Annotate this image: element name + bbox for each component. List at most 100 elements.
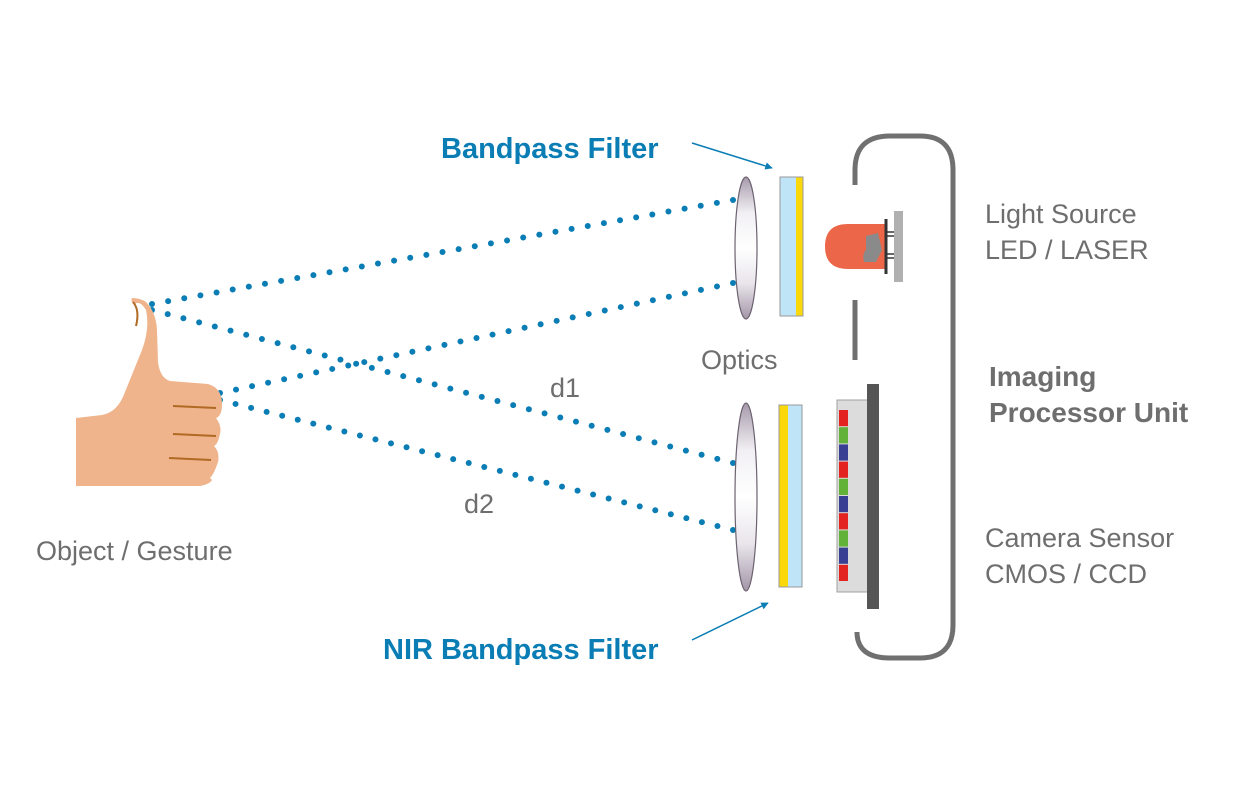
ray-dot — [211, 323, 218, 330]
ray-dot — [274, 340, 281, 347]
ray-dot — [527, 475, 534, 482]
ray-dot — [297, 372, 304, 379]
ray-dot — [393, 352, 400, 359]
ray-dot — [617, 217, 624, 224]
ray-dot — [321, 352, 328, 359]
ray-dot — [505, 328, 512, 335]
ray-dot — [543, 479, 550, 486]
sensor-pixel-blue — [839, 496, 848, 513]
ray-dot — [584, 223, 591, 229]
ray-dot — [265, 379, 272, 386]
ray-dot — [361, 359, 368, 366]
ray-dot — [243, 331, 250, 338]
ray-dot — [245, 283, 252, 290]
ray-dot — [391, 257, 398, 264]
ray-dot — [431, 381, 438, 388]
ray-dot — [384, 369, 391, 376]
ray-dot — [329, 365, 336, 372]
sensor-pixel-green — [839, 530, 848, 547]
d2-label: d2 — [464, 489, 495, 519]
ray-dot — [600, 220, 607, 227]
ray-dot — [588, 422, 595, 429]
ray-dot — [682, 447, 689, 454]
led-light-source-icon — [825, 211, 903, 282]
ray-dot — [569, 314, 576, 321]
bandpass-filter-label: Bandpass Filter — [441, 133, 659, 165]
ray-dot — [510, 402, 517, 409]
ray-dot — [423, 251, 430, 258]
ray-dot — [620, 431, 627, 438]
ray-dot — [310, 272, 317, 279]
camera-sensor — [836, 384, 879, 609]
ray-dot — [714, 455, 721, 462]
ray-dot — [683, 515, 690, 522]
ray-dot — [294, 275, 301, 281]
imaging-unit-label-line2: Processor Unit — [989, 397, 1189, 428]
bottom-lens — [734, 402, 758, 592]
ray-dot — [636, 503, 643, 510]
ray-dot — [487, 240, 494, 247]
sensor-pixel-red — [839, 410, 848, 427]
ray-dot — [649, 297, 656, 304]
camera-sensor-label: Camera Sensor — [985, 523, 1175, 553]
ray-dot — [471, 243, 478, 250]
ray-dot — [713, 283, 720, 290]
ray-dot — [572, 418, 579, 425]
ray-dot — [425, 345, 432, 352]
ray-dot — [633, 300, 640, 307]
ray-dot — [604, 426, 611, 433]
ray-dot — [213, 289, 220, 296]
ray-dot — [180, 315, 187, 322]
camera-sensor-type-label: CMOS / CCD — [985, 559, 1147, 589]
ray-dot — [525, 406, 532, 413]
ray-dot — [197, 292, 204, 299]
ray-dot — [181, 295, 188, 302]
ray-dot — [536, 231, 543, 238]
ray-dot — [605, 495, 612, 502]
top-lens — [734, 176, 758, 320]
imaging-unit-label-line1: Imaging — [989, 361, 1097, 392]
light-rays — [149, 197, 736, 533]
ray-dot — [279, 412, 286, 419]
sensor-pixel-blue — [839, 547, 848, 564]
ray-dot — [439, 249, 446, 255]
light-source-label: Light Source — [985, 199, 1137, 229]
ray-dot — [698, 519, 705, 526]
bandpass-arrow — [691, 142, 773, 170]
ray-dot — [730, 460, 736, 466]
ray-dot — [541, 410, 548, 417]
ray-dot — [441, 341, 448, 348]
ray-dot — [481, 463, 488, 470]
ray-dot — [621, 499, 628, 506]
object-gesture-label: Object / Gesture — [36, 536, 233, 566]
ray-dot — [730, 527, 736, 533]
ray-dot — [249, 383, 256, 390]
ray-dot — [457, 338, 464, 345]
ray-dot — [356, 432, 363, 439]
ray-dot — [164, 311, 171, 318]
ray-dot — [633, 214, 640, 221]
sensor-pixel-red — [839, 513, 848, 530]
ray-dot — [400, 373, 407, 380]
ray-dot — [463, 389, 470, 396]
ray-dot — [345, 362, 352, 369]
ray-dot — [368, 364, 375, 371]
nir-bandpass-arrow — [691, 602, 769, 641]
ray-dot — [652, 507, 659, 514]
ray-dot — [667, 443, 674, 450]
ray-dot — [337, 356, 344, 363]
ray-dot — [553, 317, 560, 324]
ray-dot — [377, 355, 384, 362]
ray-dot — [229, 286, 236, 293]
thumbs-up-hand-icon — [76, 298, 222, 486]
ray-dot — [585, 310, 592, 317]
light-source-type-label: LED / LASER — [985, 235, 1149, 265]
ray-dot — [635, 435, 642, 442]
ray-dot — [233, 386, 240, 393]
ray-dot — [325, 424, 332, 431]
ray-dot — [450, 456, 457, 463]
ray-dot — [447, 385, 454, 392]
ray-dot — [281, 376, 288, 383]
ray-dot — [496, 467, 503, 474]
